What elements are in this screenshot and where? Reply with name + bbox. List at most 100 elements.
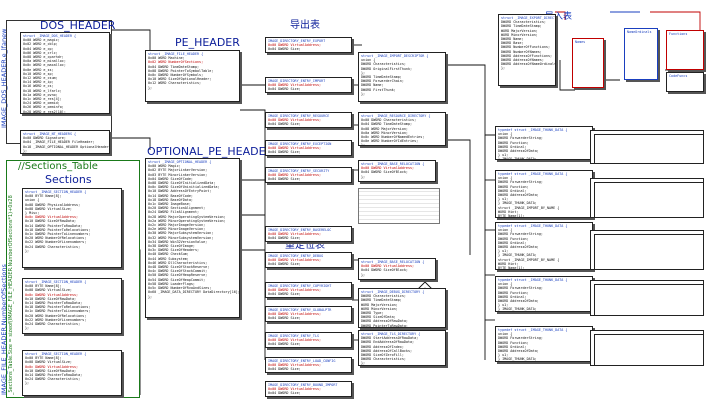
struct-line: 0x0e WORD NumberOfIdEntries; <box>361 139 419 144</box>
struct-line: 0x00 DWORD VirtualAddress; <box>268 43 322 48</box>
struct-line: 0x02 WORD NumberOfSections; <box>148 60 204 65</box>
struct-line: 0x10 WORD e_sp; <box>23 71 54 76</box>
struct-line: DWORD PointerToRawData; <box>361 323 408 328</box>
struct-line: 0x26 WORD e_oeminfo; <box>23 105 64 110</box>
debug-directory-struct: struct _IMAGE_DEBUG_DIRECTORY {DWORD Cha… <box>358 288 446 328</box>
struct-line: 0x04 DWORD Size; <box>268 87 301 92</box>
struct-line: DWORD AddressOfFunctions; <box>501 53 553 58</box>
struct-line: 0x22 WORD NumberOfLinenumbers; <box>25 240 87 245</box>
struct-line: } u1; <box>498 197 509 202</box>
struct-line: }; <box>25 381 30 386</box>
struct-line: 0x00 WORD e_magic; <box>23 38 60 43</box>
struct-line: 0x18 WORD e_lfarlc; <box>23 88 62 93</box>
struct-line: 0x00 DWORD VirtualAddress; <box>268 258 322 263</box>
struct-line: 0x00 DWORD VirtualAddress; <box>361 264 415 269</box>
struct-line: 0x54 DWORD SizeOfHeapCommit; <box>148 277 206 282</box>
struct-line: 0x00 BYTE Name[8]; <box>25 284 62 289</box>
struct-line: } u1; <box>498 303 509 308</box>
struct-line: typedef struct _IMAGE_THUNK_DATA { <box>498 328 568 332</box>
struct-line: DWORD AddressOfData; <box>498 349 539 354</box>
struct-line: 0x04 DWORD SizeOfBlock; <box>361 268 408 273</box>
struct-line: 0x0e WORD e_ss; <box>23 67 54 72</box>
struct-line: 0x00 DWORD VirtualAddress; <box>268 288 322 293</box>
struct-line: struct _IMAGE_DOS_HEADER { <box>23 34 77 38</box>
struct-line: union { <box>498 282 513 287</box>
struct-line: 0x04 DWORD TimeDateStamp; <box>148 64 200 69</box>
struct-line: 0x04 DWORD Size; <box>268 236 301 241</box>
struct-line: typedef struct _IMAGE_THUNK_DATA { <box>498 224 568 228</box>
struct-line: 0x0a WORD e_minalloc; <box>23 59 66 64</box>
struct-line: 0x08 DWORD PointerToSymbolTable; <box>148 68 214 73</box>
struct-line: }; <box>501 66 506 71</box>
struct-line: struct _IMAGE_EXPORT_DIRECTORY { <box>501 16 556 20</box>
struct-line: typedef struct _IMAGE_THUNK_DATA { <box>498 128 568 132</box>
thunk-data-struct-2: typedef struct _IMAGE_THUNK_DATA {union … <box>495 170 593 218</box>
struct-line: 0x50 DWORD SizeOfHeapReserve; <box>148 273 208 278</box>
struct-line: 0x2c WORD MajorImageVersion; <box>148 223 206 228</box>
name-ordinals-array: NameOrdinals <box>624 28 658 80</box>
struct-line: 0x00 BYTE Name[8]; <box>25 194 62 199</box>
struct-line: 0x08 DWORD VirtualSize; <box>25 360 72 365</box>
struct-line: 0x14 DWORD BaseOfCode; <box>148 193 193 198</box>
struct-line: 0x18 DWORD PointerToRelocations; <box>25 227 91 232</box>
struct-line: 0x00 DWORD VirtualAddress; <box>268 118 322 123</box>
struct-line: WORD Hint; <box>498 209 519 214</box>
struct-line: DWORD OriginalFirstThunk; <box>361 66 413 71</box>
struct-line: 0x08 DWORD PhysicalAddress; <box>25 202 81 207</box>
resource-directory-struct: struct _IMAGE_RESOURCE_DIRECTORY {0x00 D… <box>358 112 446 146</box>
struct-line: 0x0a WORD MinorVersion; <box>361 130 408 135</box>
struct-line: 0x00 DWORD VirtualAddress; <box>268 232 322 237</box>
struct-line: DWORD TimeDateStamp; <box>361 298 402 303</box>
struct-line: union { <box>498 228 513 233</box>
struct-line: 0x14 DWORD PointerToRawData; <box>25 301 83 306</box>
struct-line: union { <box>498 176 513 181</box>
struct-line: DWORD TimeDateStamp; <box>501 24 542 29</box>
struct-line: DWORD SizeOfData; <box>361 315 396 320</box>
struct-line: DWORD Function; <box>498 140 529 145</box>
struct-line: 0x04 DWORD Size; <box>268 292 301 297</box>
struct-line: 0x28 WORD MajorOperatingSystemVersion; <box>148 214 226 219</box>
struct-line: } IMAGE_THUNK_DATA; <box>498 157 537 160</box>
struct-line: union { <box>498 332 513 337</box>
struct-line: 0x24 DWORD Characteristics; <box>25 244 81 249</box>
struct-line: 0x58 DWORD LoaderFlags; <box>148 281 195 286</box>
struct-line: IMAGE_DIRECTORY_ENTRY_SECURITY <box>268 169 330 173</box>
struct-line: 0x04 DWORD SizeOfBlock; <box>361 170 408 175</box>
struct-line: 0x24 DWORD Characteristics; <box>25 322 81 327</box>
struct-line: DWORD NumberOfNames; <box>501 49 542 54</box>
struct-line: } u1; <box>498 353 509 358</box>
struct-line: }; <box>148 85 153 90</box>
base-relocation-struct: struct _IMAGE_BASE_RELOCATION {0x00 DWOR… <box>358 160 436 182</box>
struct-line: 0x04 WORD e_cp; <box>23 46 54 51</box>
struct-line: 0x2a WORD MinorOperatingSystemVersion; <box>148 218 226 223</box>
struct-line: DWORD Ordinal; <box>498 144 527 149</box>
struct-line: NameOrdinals <box>627 30 652 34</box>
struct-line: typedef struct _IMAGE_THUNK_DATA { <box>498 172 568 176</box>
import-table-title: 导入表 <box>545 12 573 22</box>
struct-line: 0x20 DWORD SectionAlignment; <box>148 206 206 211</box>
struct-line: 0x00 DWORD VirtualAddress; <box>268 387 322 392</box>
struct-line: 0x00 WORD Magic; <box>148 164 181 169</box>
struct-line: struct _IMAGE_TLS_DIRECTORY { <box>361 332 421 336</box>
struct-line: 0x0c DWORD SizeOfUninitializedData; <box>148 185 220 190</box>
struct-line: }; <box>361 91 366 96</box>
struct-line: DWORD AddressOfCallBacks; <box>361 348 413 353</box>
struct-line: 0x2e WORD MinorImageVersion; <box>148 227 206 232</box>
struct-line: DWORD AddressOfRawData; <box>361 319 408 324</box>
struct-line: WORD MinorVersion; <box>361 306 398 311</box>
sections-table-comment: //Sections_Table <box>18 161 98 172</box>
struct-line: CodeFuncs <box>669 74 688 78</box>
thunk-data-struct-4: typedef struct _IMAGE_THUNK_DATA {union … <box>495 276 593 312</box>
sections-title: Sections <box>45 173 92 186</box>
tls-directory-struct: struct _IMAGE_TLS_DIRECTORY {DWORD Start… <box>358 330 446 366</box>
struct-line: 0x04 DWORD Size; <box>268 122 301 127</box>
struct-line: 0x00 DWORD VirtualAddress; <box>268 363 322 368</box>
struct-line: 0x00 DWORD Signature; <box>23 136 66 141</box>
struct-line: struct _IMAGE_RESOURCE_DIRECTORY { <box>361 114 431 118</box>
struct-line: 0x00 DWORD Characteristics; <box>361 118 417 123</box>
